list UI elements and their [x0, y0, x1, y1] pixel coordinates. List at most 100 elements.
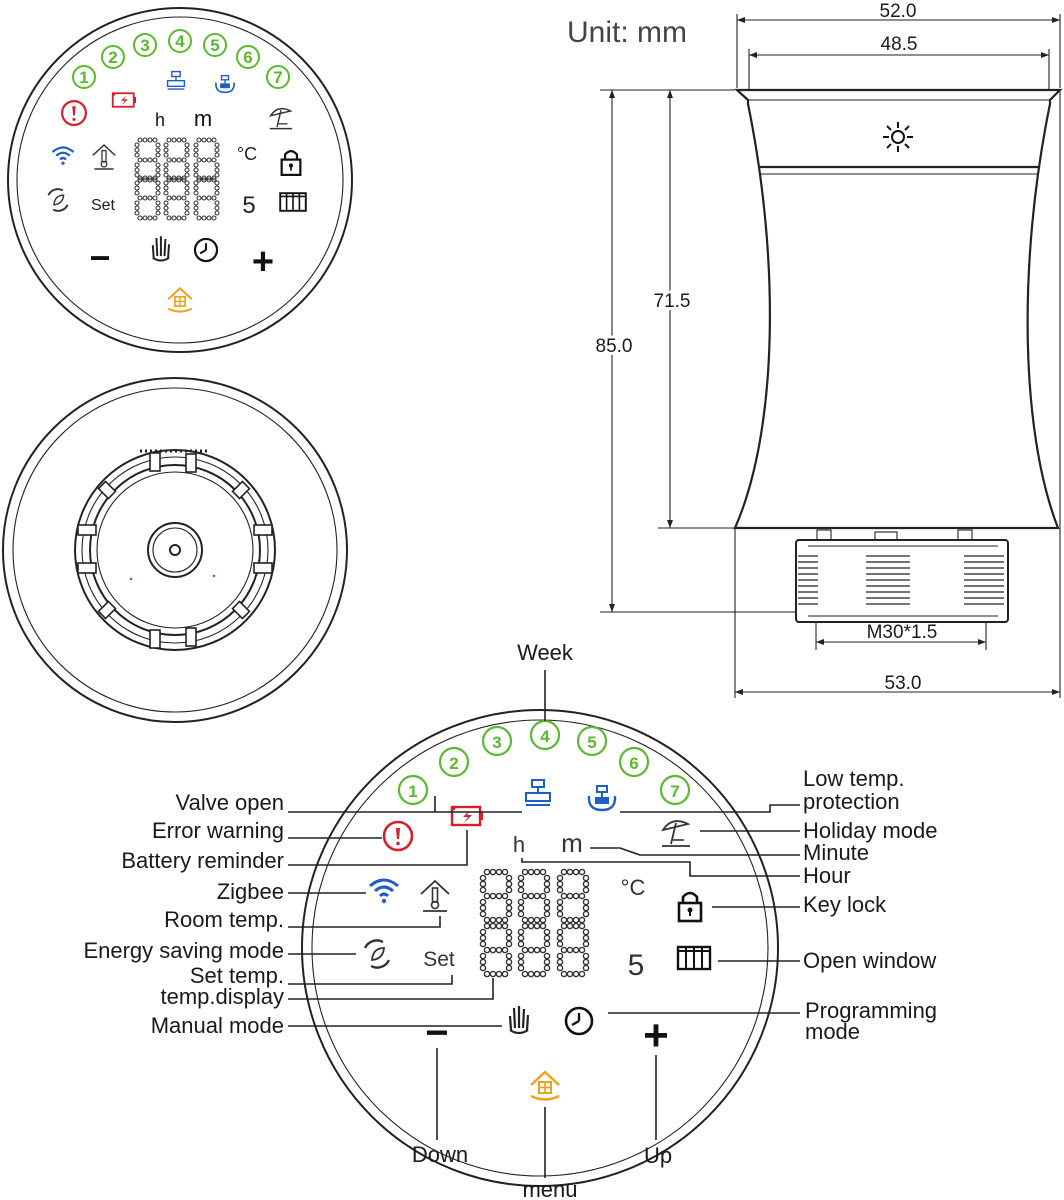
- low-temp-icon-small: [215, 74, 235, 94]
- svg-text:7: 7: [273, 68, 282, 87]
- plus-button[interactable]: +: [643, 1011, 669, 1060]
- clock-icon: [564, 1006, 594, 1036]
- label-zigbee: Zigbee: [217, 879, 284, 904]
- svg-text:52.0: 52.0: [880, 1, 917, 22]
- half-glyph: 5: [628, 949, 645, 982]
- battery-icon-small: [111, 91, 137, 108]
- day-5-icon: 5: [203, 33, 227, 57]
- minute-glyph: m: [561, 828, 583, 858]
- label-energy-saving: Energy saving mode: [83, 938, 284, 963]
- label-programming: Programming: [805, 998, 937, 1023]
- bottom-view-drawing: [2, 377, 348, 723]
- svg-text:71.5: 71.5: [654, 291, 691, 312]
- leader-lines: [288, 670, 800, 1178]
- room-temp-icon: [420, 880, 450, 912]
- svg-text:5: 5: [587, 733, 596, 752]
- window-icon: [676, 945, 712, 971]
- svg-text:48.5: 48.5: [881, 34, 918, 55]
- clock-icon-small: [193, 237, 219, 263]
- label-error-warning: Error warning: [152, 818, 284, 843]
- label-holiday-mode: Holiday mode: [803, 818, 938, 843]
- lock-icon-small: [280, 149, 302, 177]
- svg-text:3: 3: [492, 733, 501, 752]
- svg-text:2: 2: [108, 48, 117, 67]
- room-temp-icon-small: [92, 144, 116, 170]
- day-3-icon: 3: [481, 725, 513, 757]
- energy-icon-small: [47, 188, 69, 212]
- svg-text:7: 7: [670, 782, 679, 801]
- error-icon-small: [60, 99, 88, 127]
- label-protection: protection: [803, 789, 900, 814]
- day-circles-small: 1 2 3 4 5 6 7: [72, 29, 290, 89]
- minute-glyph-small: m: [194, 106, 212, 131]
- svg-text:4: 4: [175, 32, 185, 51]
- day-2-icon: 2: [101, 45, 125, 69]
- label-week: Week: [517, 640, 574, 665]
- day-1-icon: 1: [72, 65, 96, 89]
- day-4-icon: 4: [168, 29, 192, 53]
- svg-text:53.0: 53.0: [885, 673, 922, 694]
- svg-text:71.5: 71.5: [654, 291, 691, 312]
- label-valve-open: Valve open: [176, 790, 284, 815]
- label-set-temp: Set temp.: [190, 963, 284, 988]
- label-open-window: Open window: [803, 948, 936, 973]
- callout-labels: Week Valve open Error warning Battery re…: [83, 640, 937, 1200]
- svg-text:5: 5: [210, 36, 219, 55]
- zigbee-icon-small: [51, 146, 75, 167]
- label-battery-reminder: Battery reminder: [121, 848, 284, 873]
- display-face-small: 1 2 3 4 5 6 7 h m °C Set 5: [7, 7, 353, 353]
- dim-top-inner: 48.5: [748, 34, 1050, 90]
- label-low-temp: Low temp.: [803, 766, 905, 791]
- low-temp-icon: [587, 784, 617, 812]
- celsius-glyph-small: °C: [237, 144, 257, 164]
- digits-top-small: [134, 137, 220, 183]
- label-down: Down: [412, 1142, 468, 1167]
- holiday-icon-small: [269, 107, 293, 130]
- minus-button-small[interactable]: −: [89, 237, 110, 278]
- connector: [795, 529, 1009, 623]
- label-manual-mode: Manual mode: [151, 1013, 284, 1038]
- day-circles-large: 1 2 3 4 5 6 7: [397, 719, 691, 806]
- svg-text:1: 1: [408, 782, 417, 801]
- holiday-icon: [661, 820, 691, 847]
- svg-text:2: 2: [449, 754, 458, 773]
- label-menu: menu: [522, 1177, 577, 1200]
- hour-glyph-small: h: [155, 110, 165, 130]
- day-5-icon: 5: [576, 725, 608, 757]
- celsius-glyph: °C: [621, 875, 646, 900]
- svg-text:6: 6: [629, 754, 638, 773]
- dim-body-height: 71.5 71.5: [651, 89, 735, 529]
- digits-bottom: [479, 922, 590, 978]
- lock-icon: [677, 891, 703, 923]
- minus-button[interactable]: −: [425, 1011, 448, 1055]
- label-minute: Minute: [803, 840, 869, 865]
- digits-top: [479, 868, 590, 924]
- label-hour: Hour: [803, 863, 851, 888]
- label-up: Up: [644, 1143, 672, 1168]
- set-glyph: Set: [423, 948, 455, 971]
- error-icon: [382, 820, 414, 852]
- day-4-icon: 4: [529, 719, 561, 751]
- dim-thread: M30*1.5: [815, 622, 987, 650]
- day-7-icon: 7: [266, 65, 290, 89]
- dim-top-outer: 52.0: [736, 1, 1061, 88]
- hand-icon: [508, 1004, 530, 1035]
- valve-icon: [525, 779, 551, 806]
- home-icon-small[interactable]: [167, 287, 193, 313]
- svg-text:M30*1.5: M30*1.5: [867, 622, 938, 643]
- svg-text:85.0: 85.0: [596, 336, 633, 357]
- plus-button-small[interactable]: +: [252, 241, 274, 283]
- svg-text:4: 4: [540, 727, 550, 746]
- home-icon[interactable]: [529, 1070, 561, 1101]
- display-face-large: 1 2 3 4 5 6 7 h m °C Set 5: [301, 709, 779, 1187]
- label-programming-mode: mode: [805, 1019, 860, 1044]
- label-room-temp: Room temp.: [164, 907, 284, 932]
- hand-icon-small: [151, 235, 170, 262]
- day-7-icon: 7: [659, 774, 691, 806]
- day-6-icon: 6: [236, 45, 260, 69]
- day-1-icon: 1: [397, 774, 429, 806]
- day-2-icon: 2: [438, 746, 470, 778]
- valve-icon-small: [166, 70, 186, 90]
- side-view-drawing: Unit: mm 52.0 48.5: [567, 1, 1063, 698]
- label-key-lock: Key lock: [803, 892, 887, 917]
